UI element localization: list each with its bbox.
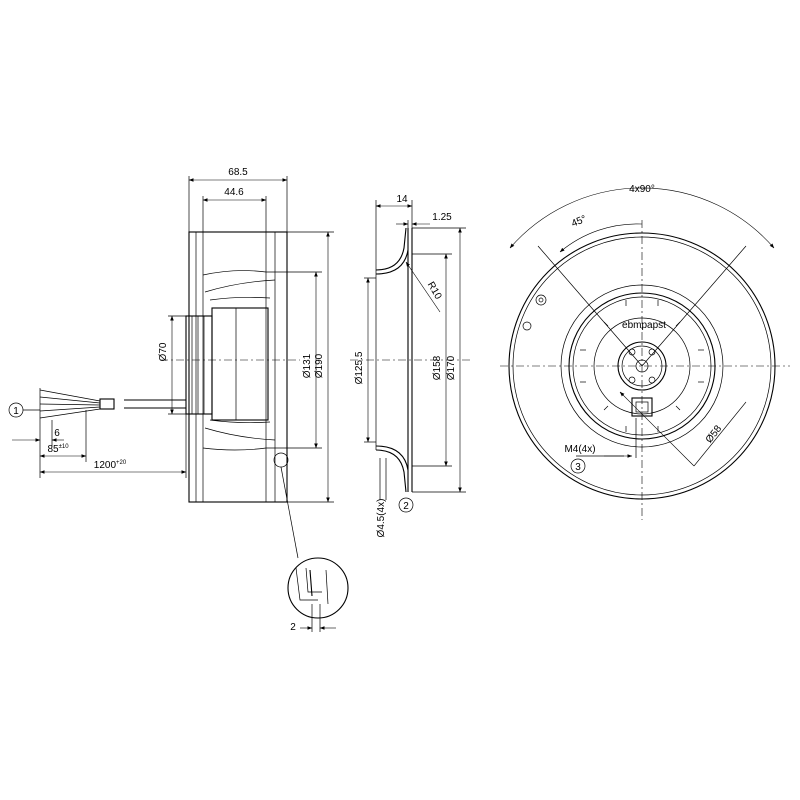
dim-wire-85-tol: ±10 — [59, 444, 70, 450]
dim-gap: 2 — [290, 622, 296, 633]
dim-cable-len-value: 1200 — [94, 460, 117, 471]
callout-3: 3 — [575, 462, 581, 473]
dim-dia-170: Ø170 — [446, 355, 457, 380]
dim-wheel-dia-131: Ø131 — [302, 353, 313, 378]
dim-wire-85-value: 85 — [47, 444, 59, 455]
section-view: 14 1.25 R10 Ø125.5 Ø158 Ø170 Ø4.5(4x) 2 — [350, 194, 470, 537]
dim-wire-85: 85±10 — [47, 444, 69, 455]
ebmpapst-logo: ebmpapst — [622, 320, 666, 331]
dim-hub-dia: Ø70 — [158, 342, 169, 361]
dim-wheel-depth: 44.6 — [224, 187, 244, 198]
dim-sheet-thickness: 1.25 — [432, 212, 452, 223]
dim-cable-len: 1200+20 — [94, 460, 127, 471]
callout-2: 2 — [403, 501, 409, 512]
detail-view: 2 — [287, 557, 349, 633]
front-view: ebmpapst 4x90° 45° Ø58 M4(4x) 3 — [500, 184, 790, 520]
dim-radius: R10 — [425, 280, 444, 302]
dim-dia-125: Ø125.5 — [354, 351, 365, 384]
callout-1: 1 — [13, 406, 19, 417]
dim-hole-pattern: 4x90° — [629, 184, 655, 195]
side-view: 68.5 44.6 Ø70 Ø131 Ø190 — [8, 167, 334, 559]
dim-flange-depth: 14 — [396, 194, 408, 205]
dim-dia-158: Ø158 — [432, 355, 443, 380]
dim-wheel-dia-190: Ø190 — [314, 353, 325, 378]
dim-cable-len-tol: +20 — [116, 460, 127, 466]
dim-wire-strip: 6 — [54, 428, 60, 439]
dim-thread: M4(4x) — [564, 444, 595, 455]
dim-holes: Ø4.5(4x) — [376, 499, 387, 538]
dim-angle: 45° — [570, 214, 588, 230]
dim-pitch-dia: Ø58 — [704, 423, 725, 445]
dim-overall-depth: 68.5 — [228, 167, 248, 178]
